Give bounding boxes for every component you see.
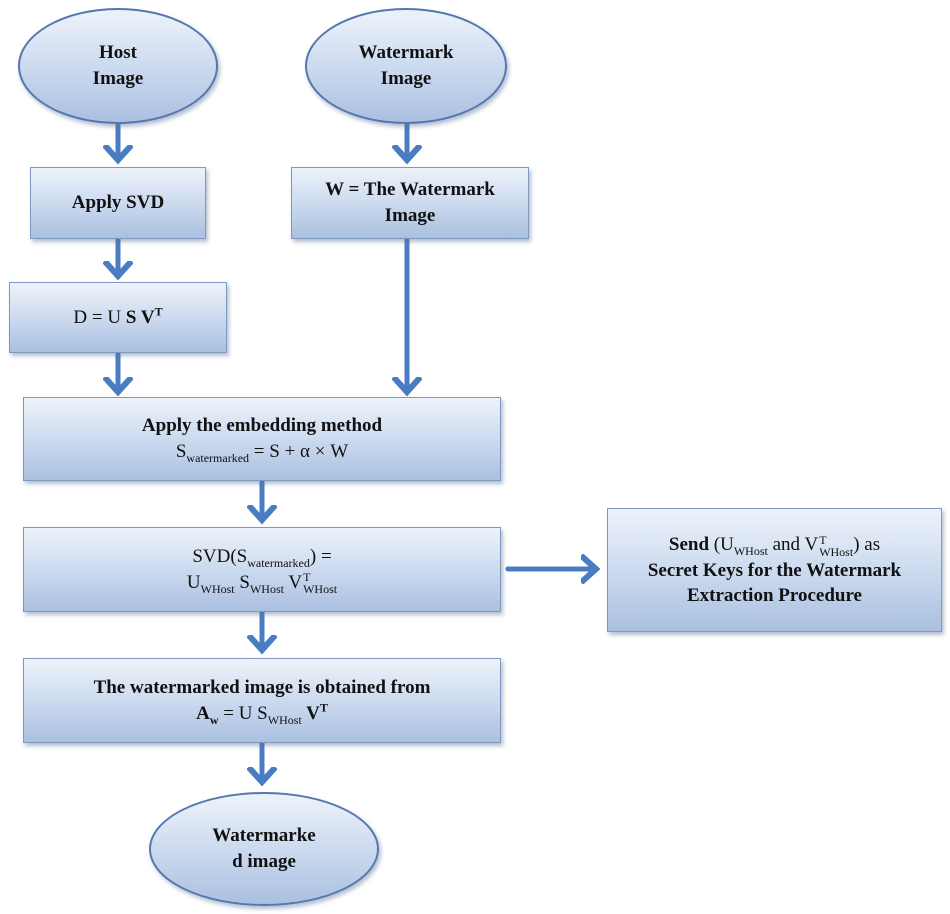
watermarked-result-title: The watermarked image is obtained from xyxy=(93,676,431,698)
w-box-line1: W = The Watermark xyxy=(325,179,495,200)
watermark-image-line1: Watermark xyxy=(358,42,454,63)
watermarked-image-line1: Watermarke xyxy=(212,825,316,846)
apply-svd-box: Apply SVD xyxy=(30,167,206,239)
watermark-image-node: Watermark Image xyxy=(305,8,507,124)
w-box-line2: Image xyxy=(384,205,436,226)
watermarked-image-line2: d image xyxy=(232,851,296,872)
watermarked-result-formula: Aw = U SWHost VT xyxy=(196,700,328,727)
svd-decomposition-box: D = U S VT xyxy=(9,282,227,353)
svd-decomposition-formula: D = U S VT xyxy=(73,304,163,328)
svd-watermarked-line1: SVD(Swatermarked) = xyxy=(192,545,332,570)
send-line3: Extraction Procedure xyxy=(686,584,862,606)
apply-svd-label: Apply SVD xyxy=(71,192,165,213)
embedding-formula: Swatermarked = S + α × W xyxy=(175,441,349,465)
watermarked-result-box: The watermarked image is obtained from A… xyxy=(23,658,501,743)
embedding-method-box: Apply the embedding method Swatermarked … xyxy=(23,397,501,481)
host-image-line1: Host xyxy=(99,42,137,63)
watermark-w-box: W = The Watermark Image xyxy=(291,167,529,239)
send-line2: Secret Keys for the Watermark xyxy=(647,559,902,581)
host-image-line2: Image xyxy=(92,68,144,89)
watermarked-image-node: Watermarke d image xyxy=(149,792,379,906)
host-image-node: Host Image xyxy=(18,8,218,124)
watermark-image-line2: Image xyxy=(380,68,432,89)
embedding-method-title: Apply the embedding method xyxy=(141,415,383,436)
